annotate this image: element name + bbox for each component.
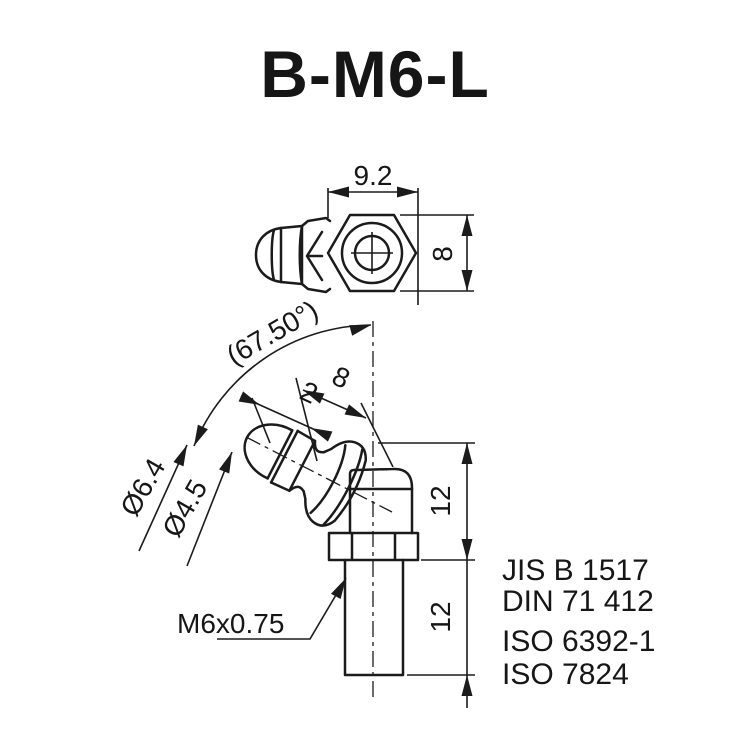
leader-line	[217, 577, 347, 640]
leader-arrow	[331, 575, 351, 600]
dim-heights: 12 12	[378, 442, 475, 708]
threaded-shank	[343, 558, 405, 677]
dim-head-diameter-label: Ø6.4	[114, 453, 171, 521]
angle-arc	[193, 324, 372, 447]
nozzle-axis-centerline	[245, 436, 393, 513]
elbow-body	[348, 467, 414, 535]
dim-arrow	[461, 675, 473, 696]
nozzle-dome	[243, 423, 294, 480]
dim-arrow	[238, 391, 263, 411]
nozzle-hex-facets	[305, 230, 324, 282]
head-outer-circle	[340, 221, 404, 285]
dim-arrow	[397, 186, 418, 198]
nozzle-groove-lines	[270, 226, 283, 284]
standard-jis: JIS B 1517	[502, 554, 649, 587]
thread-spec-label: M6x0.75	[177, 608, 284, 639]
standard-iso-1: ISO 6392-1	[502, 625, 655, 658]
standards-block: JIS B 1517 DIN 71 412 ISO 6392-1 ISO 782…	[502, 554, 655, 691]
nozzle-groove	[266, 429, 299, 484]
part-number-title: B-M6-L	[260, 37, 490, 111]
ext-lines	[295, 377, 394, 468]
dim-arrow	[344, 404, 369, 424]
ext-lines	[327, 188, 419, 305]
hex-nut	[327, 531, 420, 562]
side-view: (67.50°) 8 2 Ø6.4 Ø4.5	[114, 294, 475, 708]
top-view: 9.2 8	[254, 160, 474, 305]
dim-head-length-label: 8	[327, 360, 354, 395]
nozzle-dome	[254, 226, 283, 284]
dim-height-8: 8	[400, 214, 474, 292]
nozzle-hex-facets	[309, 444, 364, 526]
nozzle-hex-silhouette	[298, 216, 332, 294]
ext-lines	[251, 397, 271, 444]
dim-upper-height-label: 12	[425, 485, 456, 516]
dim-groove-label: 2	[295, 375, 322, 410]
dim-tip-diameter-label: Ø4.5	[156, 474, 213, 542]
dim-thread-length-label: 12	[425, 601, 456, 632]
standard-din: DIN 71 412	[502, 585, 654, 618]
dim-arrow	[219, 449, 238, 474]
dim-arrow	[461, 215, 473, 236]
ext-lines	[400, 214, 474, 292]
standard-iso-2: ISO 7824	[502, 658, 629, 691]
ext-lines	[378, 442, 475, 676]
dim-arrow	[461, 443, 473, 464]
center-cross	[351, 232, 393, 274]
dim-arrow	[349, 319, 373, 336]
dim-arrow	[461, 270, 473, 291]
nozzle-hex	[302, 440, 367, 527]
dim-angle-label: (67.50°)	[221, 294, 323, 371]
dim-arrow	[328, 186, 349, 198]
top-view-nozzle	[254, 216, 332, 294]
dim-groove-width: 2	[238, 375, 333, 444]
dim-width-9-2: 9.2	[327, 160, 419, 305]
dim-height-label: 8	[427, 246, 458, 262]
angled-nozzle	[243, 423, 367, 527]
dim-width-label: 9.2	[354, 160, 393, 191]
thread-callout: M6x0.75	[177, 575, 351, 640]
dim-arrow	[189, 424, 208, 449]
nozzle-band	[279, 224, 304, 286]
dim-arrow	[173, 442, 193, 467]
hex-head-outline	[326, 213, 418, 293]
dim-arrow	[461, 539, 473, 560]
